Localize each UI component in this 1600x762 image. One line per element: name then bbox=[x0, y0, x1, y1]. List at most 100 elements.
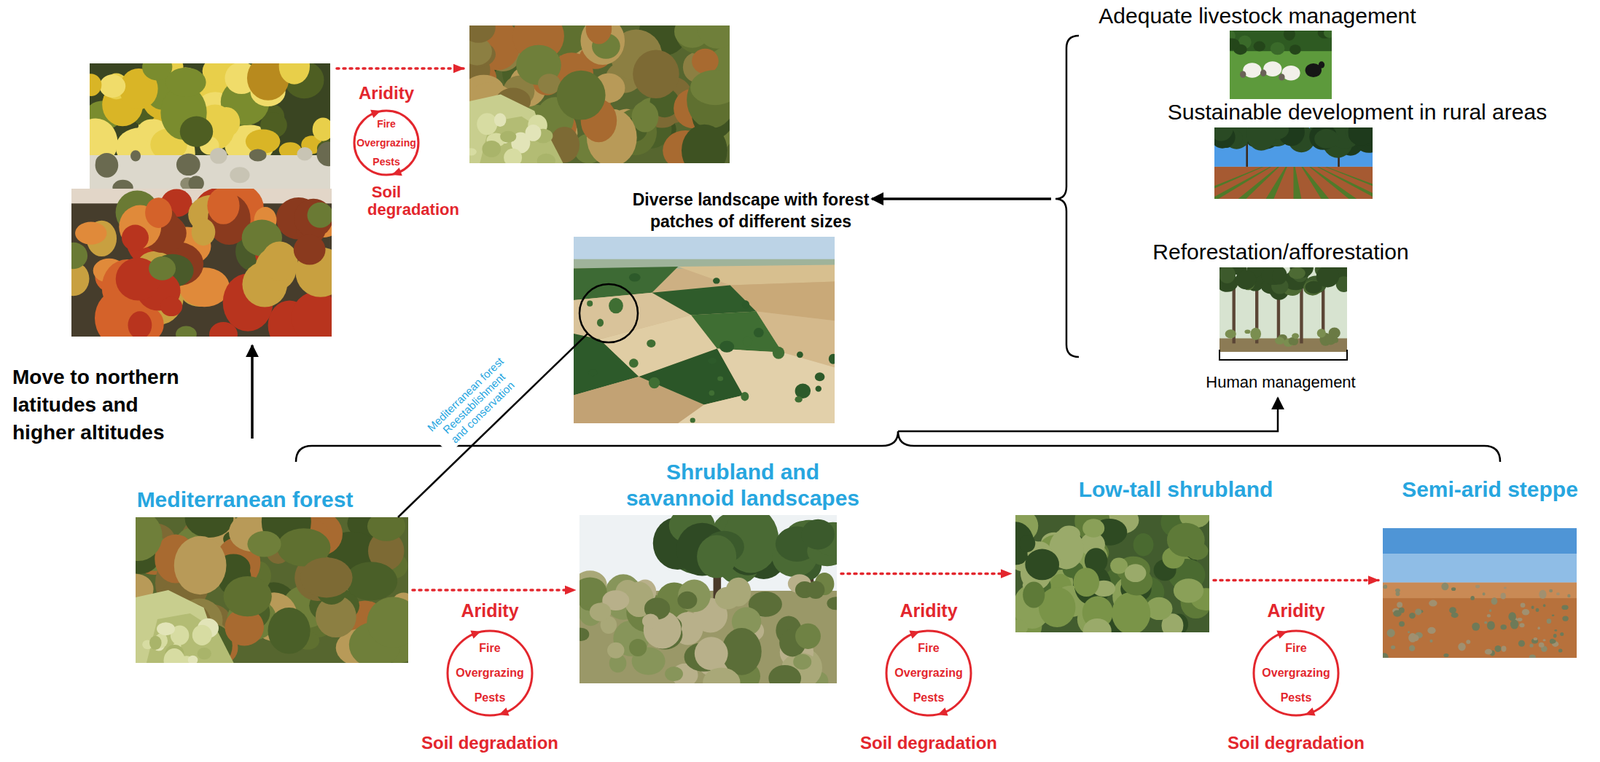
steppe-tuft bbox=[1465, 640, 1471, 645]
cycle-arrowhead bbox=[1304, 707, 1315, 716]
shrub bbox=[1167, 523, 1205, 558]
cycle-caption-holder: Aridity bbox=[460, 600, 520, 622]
tree-crown bbox=[191, 218, 216, 247]
photo-node: Mediterranean forest bbox=[135, 517, 409, 664]
sheep-head bbox=[1239, 70, 1246, 78]
steppe-tuft bbox=[1409, 645, 1415, 651]
vine-row bbox=[1325, 166, 1412, 199]
cycle-arrowhead bbox=[498, 707, 509, 716]
photo-node: Diverse landscape with forest patches of… bbox=[573, 236, 835, 424]
tree-cluster bbox=[828, 354, 838, 365]
pine-canopy bbox=[1288, 267, 1306, 280]
cycle-node: AridityFire Overgrazing PestsSoil degrad… bbox=[884, 629, 973, 718]
shrub bbox=[572, 578, 607, 608]
pine-canopy bbox=[1316, 266, 1340, 288]
vine-row bbox=[1293, 166, 1302, 199]
understory bbox=[1274, 337, 1285, 345]
cycle-caption: Aridity bbox=[357, 83, 415, 104]
tree-cluster bbox=[795, 383, 811, 398]
steppe-tuft bbox=[1427, 627, 1436, 635]
steppe-tuft bbox=[1548, 589, 1553, 594]
shrub bbox=[677, 591, 697, 610]
cycle-circle bbox=[1253, 631, 1339, 716]
steppe-tuft bbox=[1409, 613, 1416, 619]
path-stone bbox=[176, 153, 201, 176]
photo-heading-holder: Low-tall shrubland bbox=[1078, 477, 1274, 503]
cycle-arrowhead bbox=[1276, 631, 1287, 640]
tree-cluster bbox=[588, 369, 598, 377]
tree-crown bbox=[279, 48, 310, 85]
steppe-tuft bbox=[1503, 587, 1507, 590]
shrub bbox=[795, 623, 821, 650]
cycle-arrowhead bbox=[908, 631, 920, 640]
photo-heading: Mediterranean forest bbox=[136, 487, 354, 513]
practice-label-holder: Adequate livestock management bbox=[1098, 3, 1418, 29]
focus-circle bbox=[579, 284, 638, 343]
shrubland-photo bbox=[572, 505, 853, 698]
steppe-tuft bbox=[1556, 592, 1560, 596]
steppe-tuft bbox=[1398, 607, 1405, 614]
photo-heading: Shrubland and savannoid landscapes bbox=[625, 459, 861, 512]
tree-cluster bbox=[742, 336, 753, 347]
practice-label-holder: Sustainable development in rural areas bbox=[1167, 99, 1548, 125]
dotted-arrow bbox=[841, 572, 1012, 576]
hedge bbox=[1270, 42, 1286, 55]
autumn-forest-photo bbox=[57, 182, 346, 353]
grass-tuft bbox=[481, 140, 501, 158]
tree-crown bbox=[128, 311, 153, 339]
cycle-inner-text: Fire Overgrazing Pests bbox=[894, 636, 964, 711]
dotted-arrow bbox=[1213, 579, 1379, 583]
cycle-arrowhead bbox=[470, 631, 481, 640]
grass-patch bbox=[146, 613, 234, 664]
steppe-tuft bbox=[1500, 624, 1507, 630]
forest-photo bbox=[456, 2, 746, 177]
tree-crown bbox=[690, 69, 740, 105]
cycle-caption-holder: Soil degradation bbox=[367, 183, 406, 219]
cycle-arrowhead bbox=[370, 110, 381, 119]
tree-cluster bbox=[608, 298, 624, 314]
cycle-caption: Aridity bbox=[899, 600, 959, 622]
photo-ground bbox=[573, 236, 835, 424]
tree-crown bbox=[160, 297, 183, 318]
tree-crown bbox=[556, 70, 606, 121]
grass-tuft bbox=[164, 648, 186, 673]
side-note: Move to northern latitudes and higher al… bbox=[12, 363, 181, 447]
tree-crown bbox=[121, 225, 149, 252]
shrub bbox=[694, 637, 729, 671]
grass-tuft bbox=[197, 648, 212, 660]
steppe-tuft bbox=[1471, 622, 1480, 631]
pine-canopy bbox=[1213, 266, 1236, 285]
grass-tuft bbox=[156, 622, 175, 636]
steppe-tuft bbox=[1567, 594, 1571, 599]
steppe-tuft bbox=[1538, 590, 1547, 600]
tree-crown bbox=[268, 607, 311, 655]
hedge bbox=[1323, 27, 1335, 38]
steppe-tuft bbox=[1441, 583, 1449, 592]
photo-heading-holder: Diverse landscape with forest patches of… bbox=[631, 188, 870, 233]
cycle-caption: Aridity bbox=[1266, 600, 1326, 622]
understory bbox=[1317, 328, 1326, 338]
tree-cluster bbox=[596, 319, 604, 328]
steppe-tuft bbox=[1554, 629, 1557, 632]
understory bbox=[1288, 337, 1296, 346]
photo-heading-holder: Shrubland and savannoid landscapes bbox=[625, 459, 861, 512]
cycle-node: AridityFire Overgrazing PestsSoil degrad… bbox=[446, 629, 534, 718]
steppe-tuft bbox=[1508, 612, 1517, 622]
sky-band bbox=[573, 236, 835, 264]
steppe-tuft bbox=[1382, 585, 1388, 589]
tree-cluster bbox=[586, 301, 593, 307]
cycle-arrowhead bbox=[392, 167, 403, 176]
tree-crown bbox=[631, 101, 659, 132]
cycle-caption: Soil degradation bbox=[420, 733, 560, 754]
tree-crown bbox=[75, 222, 107, 245]
steppe-tuft bbox=[1518, 640, 1525, 648]
up-arrow bbox=[250, 345, 254, 439]
group-label: Human management bbox=[1205, 373, 1357, 393]
steppe-tuft bbox=[1487, 614, 1491, 618]
grass-tuft bbox=[503, 148, 522, 167]
photo-heading: Diverse landscape with forest patches of… bbox=[631, 188, 870, 233]
practice-label: Sustainable development in rural areas bbox=[1167, 99, 1548, 125]
tree-cluster bbox=[742, 300, 750, 309]
cycle-node: AridityFire Overgrazing PestsSoil degrad… bbox=[352, 109, 420, 177]
steppe-tuft bbox=[1529, 655, 1536, 661]
